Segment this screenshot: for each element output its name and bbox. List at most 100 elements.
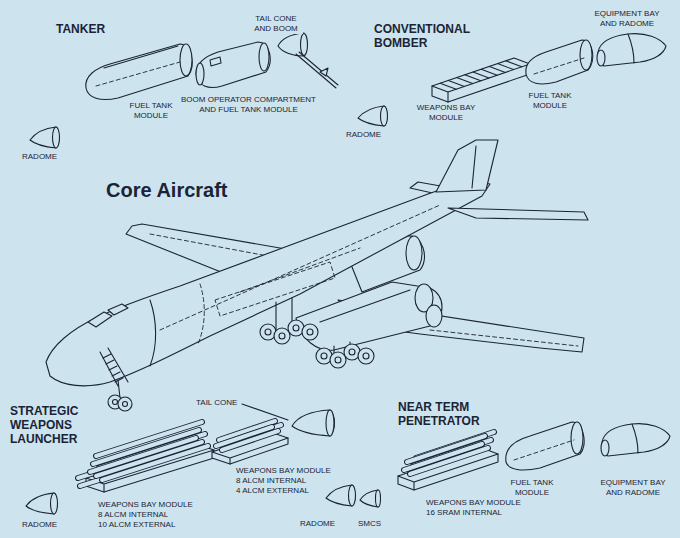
part-label: TAIL CONE bbox=[196, 398, 237, 408]
core-aircraft bbox=[344, 344, 360, 360]
part-label: RADOME bbox=[346, 130, 381, 140]
module-title: TANKER bbox=[56, 22, 105, 36]
part-label: FUEL TANK MODULE bbox=[520, 91, 580, 111]
alcm-weapons-bay-module-large bbox=[78, 422, 214, 492]
penetrator-equipment-bay bbox=[601, 440, 609, 456]
smcs-part bbox=[360, 490, 380, 507]
tail-cone-and-boom bbox=[299, 52, 338, 85]
strategic-tail-cone bbox=[242, 404, 288, 420]
bomber-fuel-tank-module bbox=[526, 40, 593, 84]
bomber-weapons-bay-module bbox=[447, 92, 448, 102]
tanker-fuel-tank-module bbox=[180, 44, 192, 76]
core-aircraft bbox=[472, 146, 476, 188]
core-aircraft bbox=[46, 140, 588, 411]
penetrator-equipment-bay bbox=[601, 424, 670, 456]
bomber-equipment-bay bbox=[597, 34, 666, 66]
sram-weapons-bay-module bbox=[398, 432, 498, 490]
part-note: 4 ALCM EXTERNAL bbox=[236, 486, 309, 496]
part-note: 16 SRAM INTERNAL bbox=[426, 508, 502, 518]
core-aircraft bbox=[302, 324, 318, 340]
strategic-radome bbox=[51, 493, 58, 514]
penetrator-radome bbox=[326, 485, 356, 506]
core-aircraft bbox=[108, 304, 128, 315]
core-aircraft bbox=[316, 348, 332, 364]
core-aircraft bbox=[123, 402, 128, 407]
core-aircraft bbox=[150, 300, 156, 366]
core-aircraft bbox=[240, 248, 360, 292]
core-aircraft bbox=[198, 284, 204, 344]
core-aircraft bbox=[320, 290, 410, 322]
sram-weapons-bay-module bbox=[404, 444, 488, 474]
alcm-weapons-bay-module-small bbox=[216, 427, 278, 450]
core-aircraft bbox=[293, 325, 299, 331]
strategic-tail-cone bbox=[292, 410, 335, 436]
part-label: EQUIPMENT BAY AND RADOME bbox=[596, 478, 670, 498]
bomber-weapons-bay-module bbox=[432, 58, 530, 102]
sram-weapons-bay-module bbox=[404, 444, 488, 474]
tanker-radome bbox=[30, 127, 59, 148]
core-aircraft bbox=[215, 262, 335, 316]
bomber-radome bbox=[358, 106, 387, 126]
core-aircraft bbox=[307, 329, 313, 335]
part-label: FUEL TANK MODULE bbox=[122, 101, 180, 121]
bomber-equipment-bay bbox=[628, 34, 634, 63]
tail-cone-and-boom bbox=[320, 68, 328, 76]
core-aircraft bbox=[296, 282, 442, 350]
core-aircraft bbox=[321, 353, 327, 359]
bomber-equipment-bay bbox=[598, 34, 666, 66]
part-note: 10 ALCM EXTERNAL bbox=[98, 520, 175, 530]
bomber-weapons-bay-module bbox=[440, 61, 522, 89]
tanker-fuel-tank-module bbox=[86, 44, 192, 100]
core-aircraft bbox=[113, 400, 118, 405]
penetrator-equipment-bay bbox=[602, 424, 670, 456]
part-label: WEAPONS BAY MODULE bbox=[426, 498, 521, 508]
strategic-tail-cone bbox=[326, 410, 334, 436]
tail-cone-and-boom bbox=[278, 33, 307, 56]
core-aircraft bbox=[426, 305, 442, 327]
module-title: STRATEGIC WEAPONS LAUNCHER bbox=[10, 404, 90, 446]
boom-operator-module bbox=[210, 57, 221, 66]
penetrator-radome bbox=[326, 485, 355, 506]
part-label: WEAPONS BAY MODULE bbox=[410, 103, 482, 123]
part-label: BOOM OPERATOR COMPARTMENT AND FUEL TANK … bbox=[176, 95, 321, 115]
bomber-weapons-bay-module bbox=[432, 64, 530, 92]
core-aircraft bbox=[100, 348, 128, 386]
core-aircraft bbox=[46, 180, 490, 386]
part-label: FUEL TANK MODULE bbox=[502, 478, 562, 498]
core-aircraft bbox=[288, 320, 304, 336]
alcm-weapons-bay-module-small bbox=[216, 427, 278, 450]
core-aircraft bbox=[274, 328, 290, 344]
bomber-radome bbox=[358, 106, 388, 126]
part-note: 8 ALCM INTERNAL bbox=[98, 510, 168, 520]
tanker-fuel-tank-module bbox=[96, 62, 180, 86]
tail-cone-and-boom bbox=[296, 54, 336, 88]
bomber-weapons-bay-module bbox=[432, 58, 530, 102]
core-aircraft bbox=[436, 140, 498, 192]
tanker-fuel-tank-module bbox=[86, 44, 192, 100]
core-aircraft bbox=[406, 236, 422, 270]
module-title: CONVENTIONAL BOMBER bbox=[374, 22, 484, 50]
part-label: EQUIPMENT BAY AND RADOME bbox=[590, 9, 664, 29]
core-aircraft bbox=[88, 312, 112, 327]
core-aircraft bbox=[430, 330, 578, 346]
strategic-radome bbox=[26, 493, 58, 514]
figure-title: Core Aircraft bbox=[106, 178, 228, 202]
bomber-equipment-bay bbox=[597, 50, 605, 66]
core-aircraft bbox=[363, 353, 369, 359]
core-aircraft bbox=[265, 329, 271, 335]
tanker-radome bbox=[53, 127, 60, 148]
smcs-part bbox=[360, 490, 381, 507]
core-aircraft bbox=[103, 354, 123, 382]
part-label: WEAPONS BAY MODULE bbox=[98, 500, 193, 510]
bomber-fuel-tank-module bbox=[534, 58, 584, 74]
core-aircraft bbox=[448, 208, 588, 220]
tail-cone-and-boom bbox=[278, 33, 338, 88]
boom-operator-module bbox=[196, 63, 204, 85]
core-aircraft bbox=[358, 348, 374, 364]
core-aircraft bbox=[330, 352, 346, 368]
smcs-part bbox=[376, 490, 381, 507]
penetrator-fuel-tank-module bbox=[506, 422, 584, 470]
core-aircraft bbox=[118, 397, 132, 411]
penetrator-equipment-bay bbox=[632, 424, 638, 453]
boom-operator-module bbox=[196, 42, 270, 88]
